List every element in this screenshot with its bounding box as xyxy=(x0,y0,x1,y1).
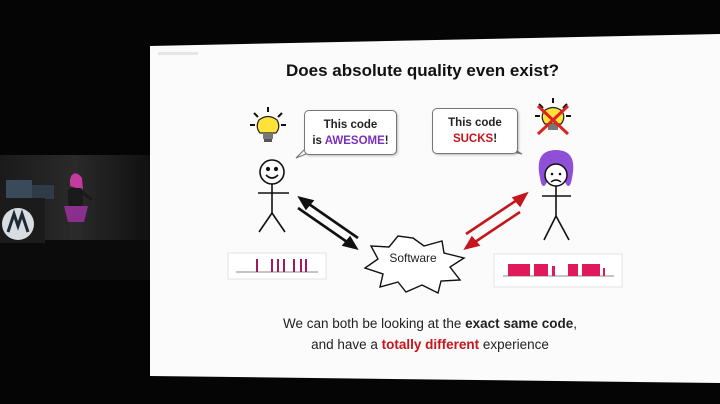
monitor-right xyxy=(32,185,54,199)
timeline-left xyxy=(228,253,326,279)
bubble-right-highlight: SUCKS xyxy=(453,133,493,145)
caption-line1-suffix: , xyxy=(573,316,577,331)
caption-line2-prefix: and have a xyxy=(311,337,382,352)
monitor-left xyxy=(6,180,32,198)
speech-bubble-sucks: This code SUCKS! xyxy=(432,108,518,154)
bubble-left-line1: This code xyxy=(305,117,396,133)
caption-line2-bold: totally different xyxy=(382,337,480,352)
caption-line1-prefix: We can both be looking at the xyxy=(283,316,465,331)
stage-floor xyxy=(0,240,150,280)
bubble-right-line1: This code xyxy=(433,115,517,131)
bubble-left-prefix: is xyxy=(312,135,324,147)
caption-line1-bold: exact same code xyxy=(465,316,573,331)
slide-header-mark xyxy=(158,52,198,55)
logo-icon xyxy=(2,208,34,240)
caption-line-1: We can both be looking at the exact same… xyxy=(140,316,720,331)
software-label: Software xyxy=(361,251,465,265)
bubble-right-suffix: ! xyxy=(493,133,497,145)
slide-title: Does absolute quality even exist? xyxy=(0,61,720,81)
bubble-left-highlight: AWESOME xyxy=(325,135,385,147)
speech-bubble-awesome: This code is AWESOME! xyxy=(304,110,397,155)
caption-line2-suffix: experience xyxy=(479,337,549,352)
timeline-right xyxy=(494,254,622,287)
bubble-left-suffix: ! xyxy=(385,135,389,147)
caption-line-2: and have a totally different experience xyxy=(140,337,720,352)
